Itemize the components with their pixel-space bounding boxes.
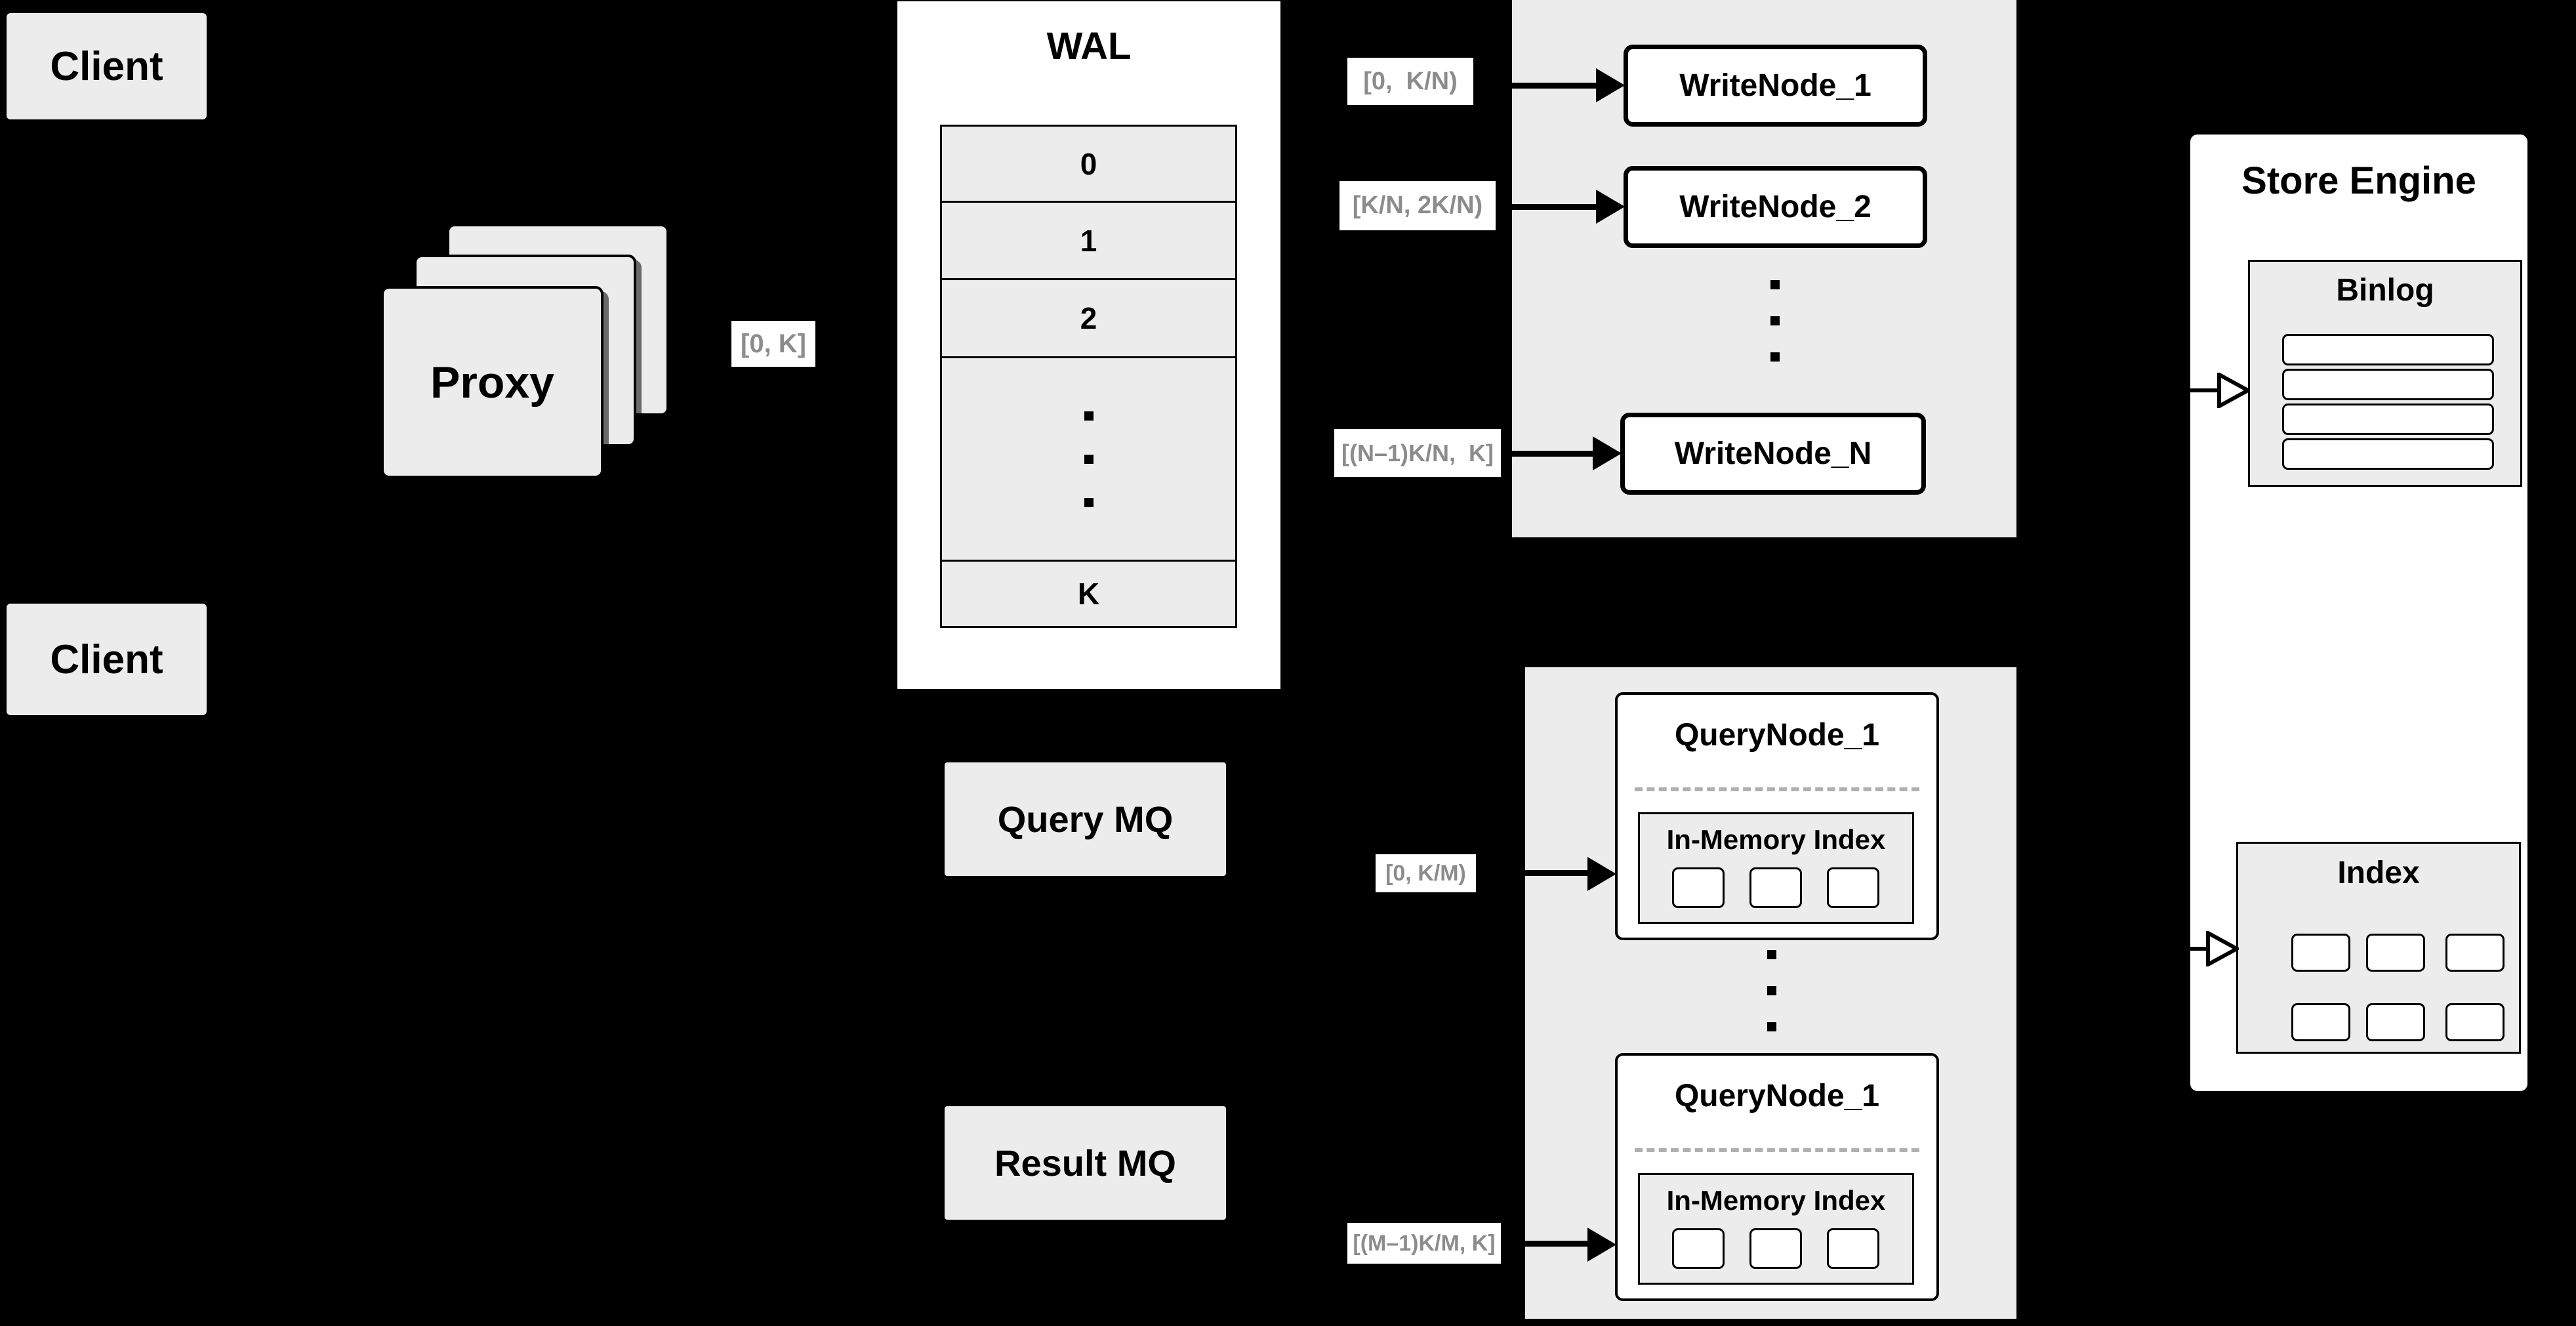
range-label-write-node-2: [K/N, 2K/N) [1339, 181, 1496, 230]
in-memory-segment-cell [1672, 867, 1725, 908]
dashed-divider [1635, 787, 1919, 791]
wal-title: WAL [1046, 24, 1132, 68]
ellipsis-dot [1084, 454, 1094, 464]
binlog-title: Binlog [2336, 272, 2434, 308]
index-segment-cell [2445, 934, 2504, 972]
arrow-line [1512, 451, 1594, 457]
arrow-right-hollow-icon [2217, 373, 2250, 408]
result-mq-box: Result MQ [945, 1106, 1226, 1220]
binlog-segment-row [2282, 334, 2494, 365]
index-segment-cell [2445, 1003, 2504, 1041]
arrow-right-hollow-icon [2206, 931, 2239, 966]
arrow-right-icon [1593, 436, 1622, 470]
in-memory-segment-cell [1672, 1228, 1725, 1269]
client-box-bottom: Client [7, 604, 207, 715]
index-segment-cell [2291, 1003, 2350, 1041]
index-segment-cell [2366, 1003, 2425, 1041]
write-node-n-box: WriteNode_N [1620, 413, 1926, 495]
in-memory-segment-cell [1827, 867, 1879, 908]
arrow-line [2190, 388, 2222, 392]
query-node-bottom-title: QueryNode_1 [1674, 1078, 1880, 1113]
ellipsis-dot [1084, 497, 1094, 507]
arrow-right-icon [1596, 190, 1625, 224]
arrow-line [1525, 1241, 1591, 1247]
arrow-right-icon [1587, 1228, 1616, 1262]
arrow-line [1512, 83, 1597, 89]
wal-row-1: 1 [942, 203, 1235, 280]
in-memory-segment-cell [1749, 1228, 1802, 1269]
ellipsis-dot [1770, 280, 1780, 289]
wal-row-ellipsis [942, 358, 1235, 562]
ellipsis-dot [1084, 411, 1094, 421]
binlog-segment-row [2282, 438, 2494, 470]
in-memory-index-title-bottom: In-Memory Index [1666, 1185, 1886, 1216]
range-label-write-node-n: [(N–1)K/N, K] [1334, 429, 1501, 477]
wal-row-0: 0 [942, 127, 1235, 203]
write-node-2-box: WriteNode_2 [1624, 166, 1927, 248]
range-label-query-node-m: [(M–1)K/M, K] [1347, 1223, 1501, 1264]
index-title: Index [2337, 855, 2420, 890]
arrow-line [1512, 204, 1597, 210]
wal-row-k: K [942, 562, 1235, 626]
write-node-1-box: WriteNode_1 [1624, 45, 1927, 127]
range-label-query-node-1: [0, K/M) [1376, 854, 1476, 892]
ellipsis-dot [1770, 316, 1780, 325]
ellipsis-dot [1767, 1022, 1776, 1031]
in-memory-segment-cell [1749, 867, 1802, 908]
query-mq-box: Query MQ [945, 762, 1226, 876]
arrow-line [1525, 870, 1591, 876]
arrow-line [2190, 947, 2211, 951]
arrow-right-icon [1587, 857, 1616, 891]
proxy-box: Proxy [381, 286, 603, 478]
ellipsis-dot [1767, 986, 1776, 995]
query-node-top-title: QueryNode_1 [1674, 717, 1880, 753]
client-box-top: Client [7, 13, 207, 119]
arrow-right-icon [1596, 68, 1625, 102]
dashed-divider [1635, 1148, 1919, 1152]
binlog-segment-row [2282, 404, 2494, 435]
wal-row-2: 2 [942, 280, 1235, 358]
in-memory-segment-cell [1827, 1228, 1879, 1269]
index-segment-cell [2291, 934, 2350, 972]
binlog-segment-row [2282, 369, 2494, 400]
index-segment-cell [2366, 934, 2425, 972]
wal-segment-table: 0 1 2 K [940, 125, 1237, 628]
ellipsis-dot [1767, 950, 1776, 959]
range-label-write-node-1: [0, K/N) [1347, 58, 1473, 105]
ellipsis-dot [1770, 352, 1780, 362]
in-memory-index-title-top: In-Memory Index [1666, 824, 1886, 855]
store-engine-title: Store Engine [2241, 159, 2476, 202]
range-label-proxy-out: [0, K] [731, 321, 815, 367]
